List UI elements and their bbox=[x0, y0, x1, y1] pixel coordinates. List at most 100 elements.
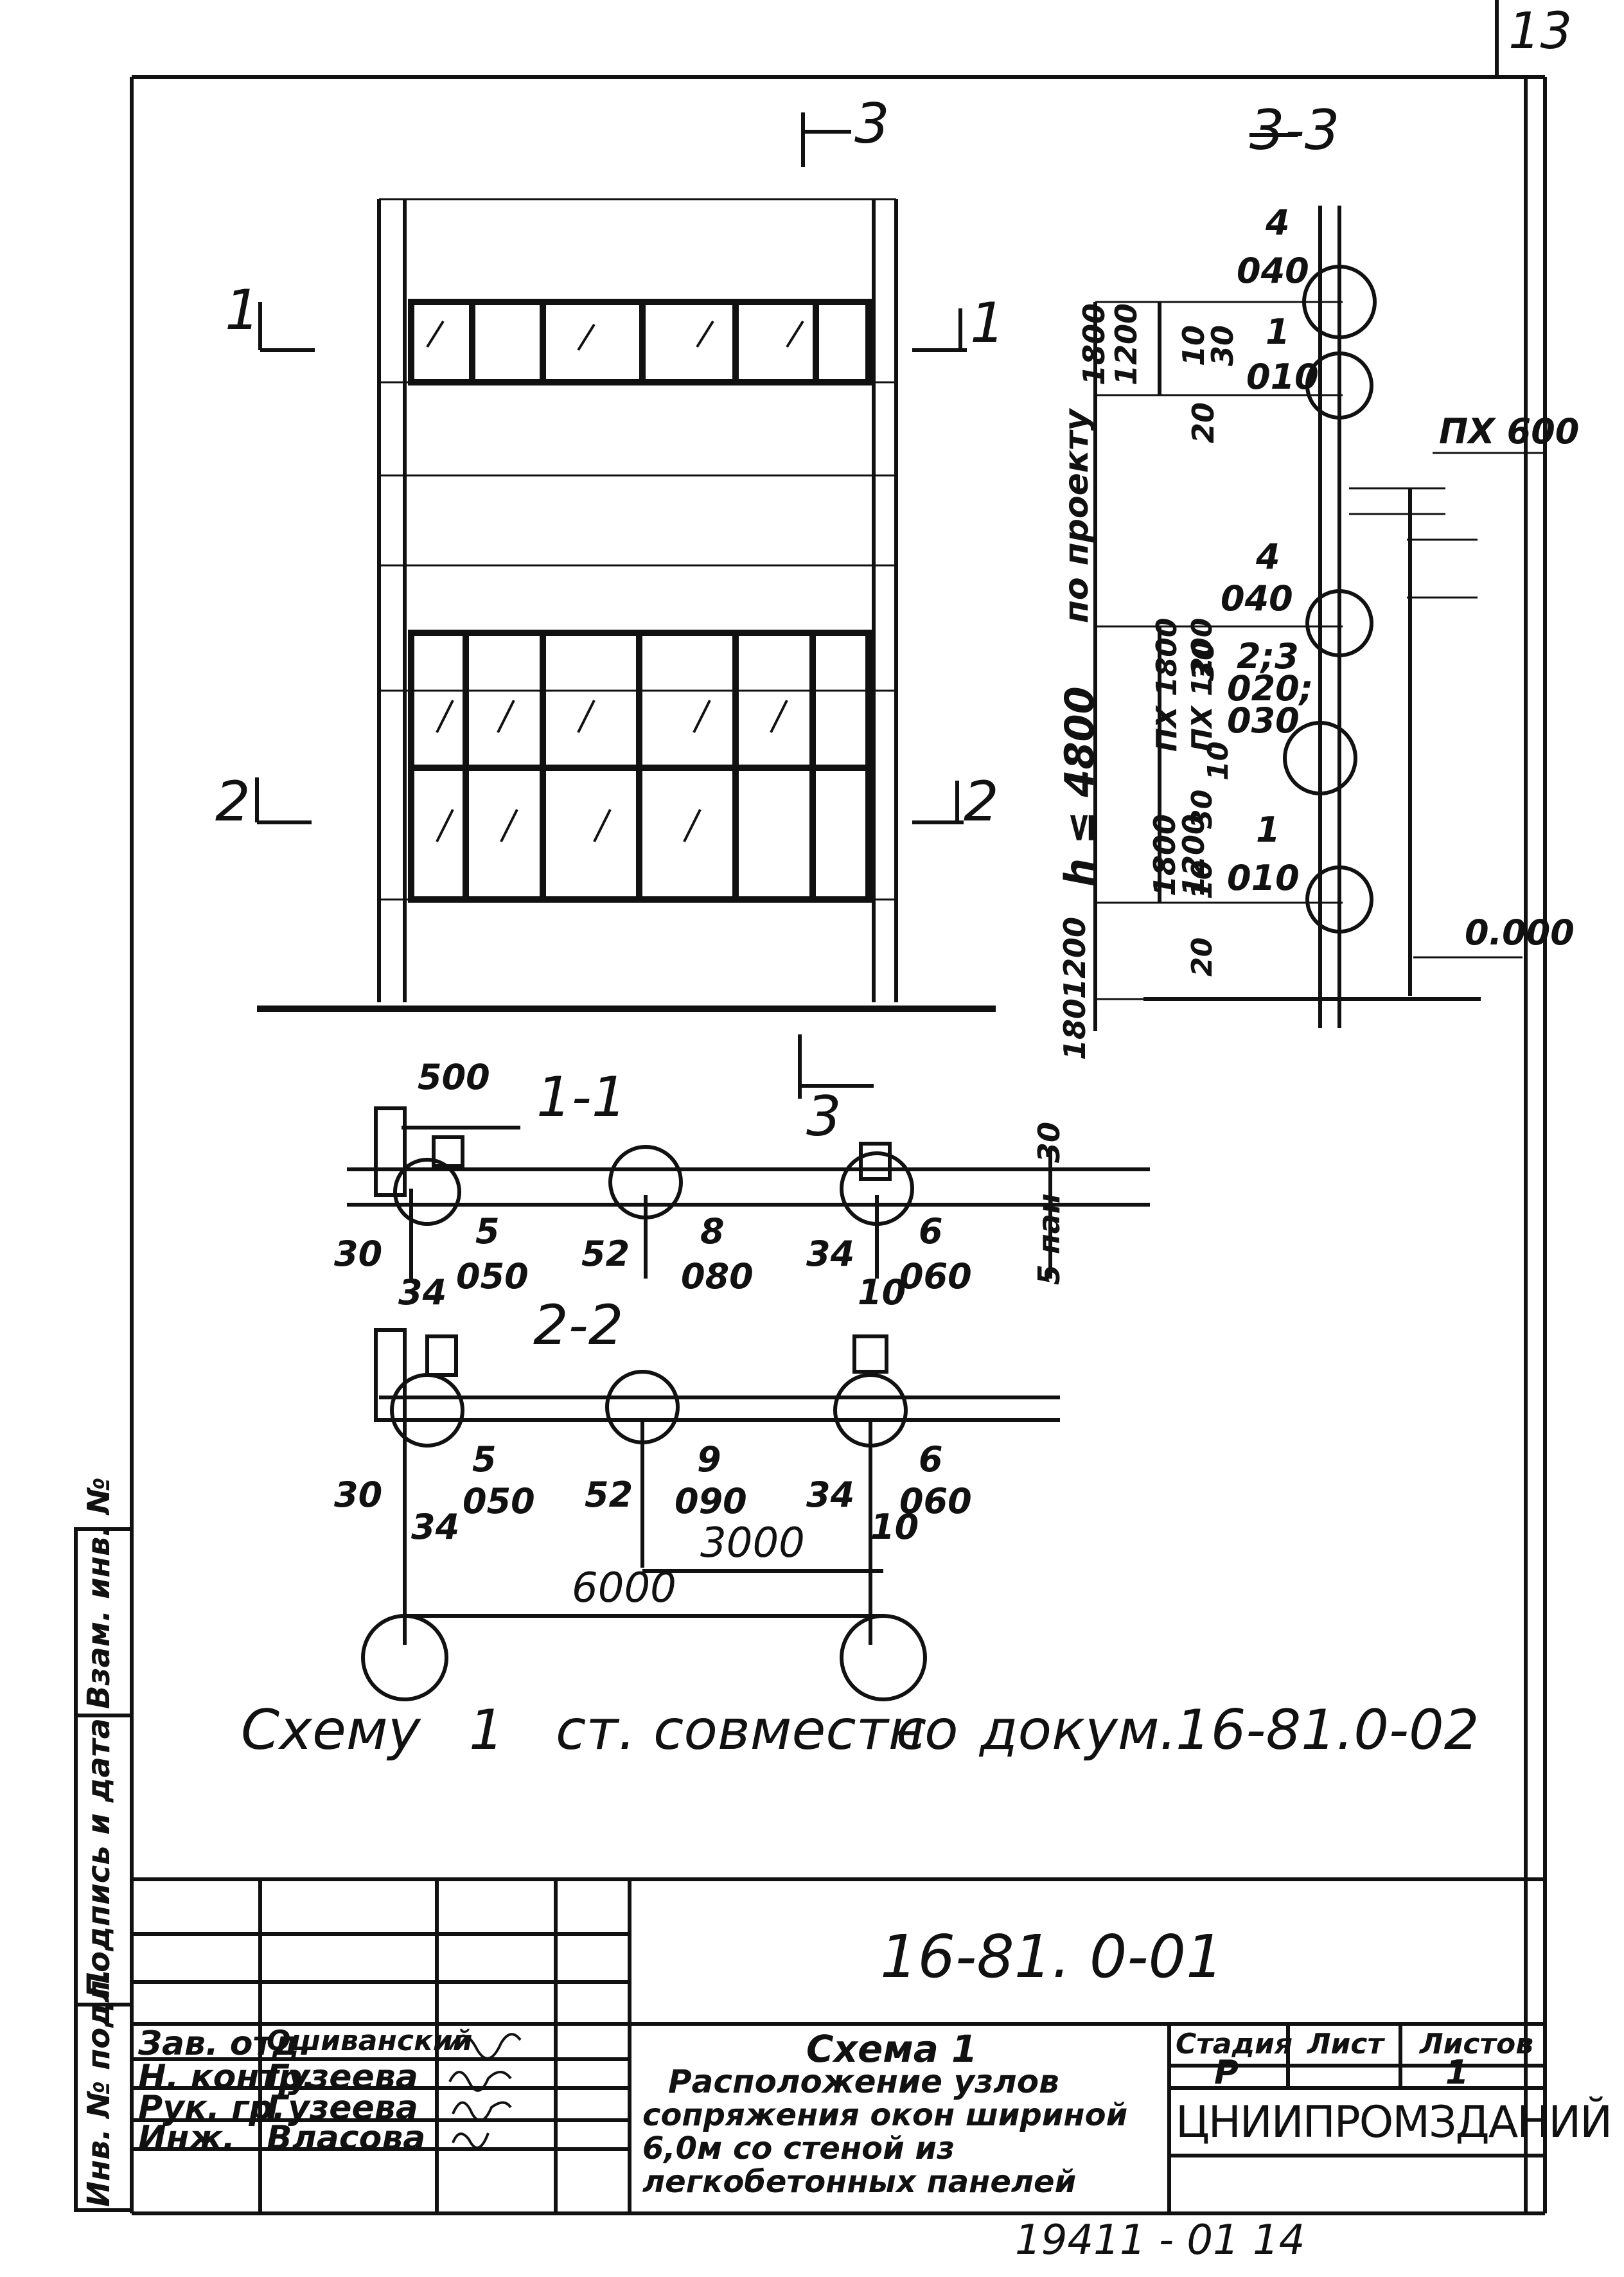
node-23-code-b: 030 bbox=[1227, 700, 1300, 741]
dim-10-b: 10 bbox=[1202, 741, 1235, 781]
node-1-code-low: 010 bbox=[1227, 858, 1300, 898]
section-mark-2-right: 2 bbox=[964, 770, 999, 834]
dim-px1200: ПХ 1200 bbox=[1186, 617, 1219, 752]
role-head-dept: Зав. отд. bbox=[138, 2024, 312, 2063]
name-norm-control: Гузеева bbox=[267, 2058, 418, 2096]
note-word-3: ст. совместно bbox=[556, 1698, 958, 1762]
section-mark-3-top: 3 bbox=[854, 92, 890, 156]
title-block-grid bbox=[130, 1879, 1545, 2213]
dim-10-a: 10 bbox=[1176, 324, 1211, 366]
s11-dim30: 30 bbox=[334, 1234, 383, 1274]
role-norm-control: Н. контр. bbox=[138, 2058, 315, 2096]
name-head-dept: Ошиванский bbox=[267, 2024, 473, 2057]
node-1-num-top: 1 bbox=[1266, 312, 1290, 352]
lintel-label: ПХ 600 bbox=[1439, 411, 1580, 452]
s11-node5-num: 5 bbox=[475, 1211, 500, 1252]
dim-500: 500 bbox=[418, 1057, 490, 1097]
side-stamp-inv-orig: Инв. № подл. bbox=[81, 1968, 117, 2207]
node-1-num-low: 1 bbox=[1256, 810, 1280, 850]
note-word-6: 16-81.0-02 bbox=[1176, 1698, 1479, 1762]
node-23-num: 2;3 bbox=[1237, 636, 1299, 677]
stage-header: Стадия bbox=[1176, 2028, 1293, 2060]
node-4-num-mid: 4 bbox=[1256, 536, 1280, 577]
node-1-code-top: 010 bbox=[1246, 357, 1319, 397]
s22-dim52: 52 bbox=[585, 1475, 633, 1515]
s22-dim34: 34 bbox=[411, 1507, 460, 1547]
s22-node5-num: 5 bbox=[472, 1439, 497, 1480]
dim-1800-top: 1800 bbox=[1077, 303, 1111, 385]
dim-h-max: h ≤ 4800 bbox=[1056, 686, 1103, 887]
bottom-inventory-number: 19411 - 01 bbox=[1015, 2217, 1239, 2264]
dim-6000: 6000 bbox=[572, 1564, 676, 1612]
note-word-4: с bbox=[896, 1698, 927, 1762]
section-3-3-title: 3-3 bbox=[1249, 98, 1340, 163]
section-2-2-title: 2-2 bbox=[533, 1293, 624, 1358]
organization-name: ЦНИИПРОМЗДАНИЙ bbox=[1176, 2097, 1612, 2148]
title-line-1: Схема 1 bbox=[806, 2027, 978, 2071]
title-line-4: 6,0м со стеной из bbox=[642, 2131, 955, 2166]
dim-1200-base: 1200 bbox=[1057, 916, 1092, 999]
s11-dim52: 52 bbox=[581, 1234, 630, 1274]
sheet-frame bbox=[130, 0, 1547, 2215]
note-word-2: 1 bbox=[469, 1698, 504, 1762]
s22-node9-code: 090 bbox=[675, 1481, 747, 1521]
name-engineer: Власова bbox=[267, 2119, 426, 2157]
bottom-page-number: 14 bbox=[1253, 2217, 1305, 2264]
section-mark-2-left: 2 bbox=[215, 770, 251, 834]
level-label: 0.000 bbox=[1465, 912, 1575, 953]
facade-elevation bbox=[255, 112, 996, 1099]
stage-value: Р bbox=[1214, 2053, 1239, 2092]
s11-dim34-right: 34 bbox=[806, 1234, 855, 1274]
s22-node9-num: 9 bbox=[697, 1439, 721, 1480]
sheet-header: Лист bbox=[1307, 2028, 1384, 2060]
s22-dim34-right: 34 bbox=[806, 1475, 855, 1515]
sheets-header: Листов bbox=[1420, 2028, 1534, 2060]
corner-page-number: 13 bbox=[1508, 3, 1573, 60]
s22-dim30: 30 bbox=[334, 1475, 383, 1515]
note-word-1: Схему bbox=[241, 1698, 421, 1762]
name-group-lead: Гузеева bbox=[267, 2089, 418, 2127]
s11-node8-num: 8 bbox=[700, 1211, 725, 1252]
dim-5pan: 5 пан bbox=[1032, 1193, 1066, 1285]
section-mark-3-bottom: 3 bbox=[806, 1085, 842, 1149]
dim-30-a: 30 bbox=[1205, 324, 1240, 366]
role-engineer: Инж. bbox=[138, 2119, 235, 2157]
section-1-1 bbox=[347, 1106, 1150, 1279]
node-23-code-a: 020; bbox=[1227, 668, 1314, 709]
s22-node6-num: 6 bbox=[919, 1439, 943, 1480]
side-stamp-replace-inv: Взам. инв. № bbox=[81, 1477, 117, 1709]
node-4-code-top: 040 bbox=[1237, 251, 1309, 291]
s11-node5-code: 050 bbox=[456, 1256, 529, 1297]
s22-node5-code: 050 bbox=[463, 1481, 535, 1521]
side-stamp bbox=[74, 1527, 134, 2212]
s11-node8-code: 080 bbox=[681, 1256, 754, 1297]
note-word-5: докум. bbox=[980, 1698, 1178, 1762]
signatures bbox=[448, 2033, 522, 2149]
title-line-5: легкобетонных панелей bbox=[642, 2164, 1077, 2200]
s11-dim10: 10 bbox=[858, 1272, 906, 1313]
dim-3000: 3000 bbox=[700, 1519, 805, 1567]
section-mark-1-right: 1 bbox=[970, 291, 1005, 355]
section-mark-1-left: 1 bbox=[225, 278, 260, 342]
dim-20-a: 20 bbox=[1186, 402, 1221, 443]
dim-20-b: 20 bbox=[1186, 937, 1219, 977]
dim-10-c: 10 bbox=[1186, 860, 1219, 899]
section-1-1-title: 1-1 bbox=[536, 1065, 627, 1130]
s11-dim34: 34 bbox=[398, 1272, 447, 1313]
side-stamp-sign-date: Подпись и дата bbox=[81, 1718, 117, 1998]
dim-30-c: 30 bbox=[1186, 789, 1219, 829]
s22-node6-code: 060 bbox=[899, 1481, 972, 1521]
node-4-code-mid: 040 bbox=[1221, 578, 1293, 619]
document-code: 16-81. 0-01 bbox=[880, 1922, 1224, 1991]
node-4-num-top: 4 bbox=[1266, 202, 1290, 243]
dim-1200-top: 1200 bbox=[1109, 303, 1143, 385]
dim-px1800: ПХ 1800 bbox=[1151, 617, 1183, 752]
dim-30-right: 30 bbox=[1032, 1121, 1066, 1163]
section-3-3 bbox=[1093, 133, 1545, 1031]
dim-1800-low: 1800 bbox=[1147, 813, 1182, 896]
s11-node6-num: 6 bbox=[919, 1211, 943, 1252]
dim-by-project: по проекту bbox=[1057, 409, 1096, 623]
s11-node6-code: 060 bbox=[899, 1256, 972, 1297]
title-line-2: Расположение узлов bbox=[668, 2063, 1059, 2100]
